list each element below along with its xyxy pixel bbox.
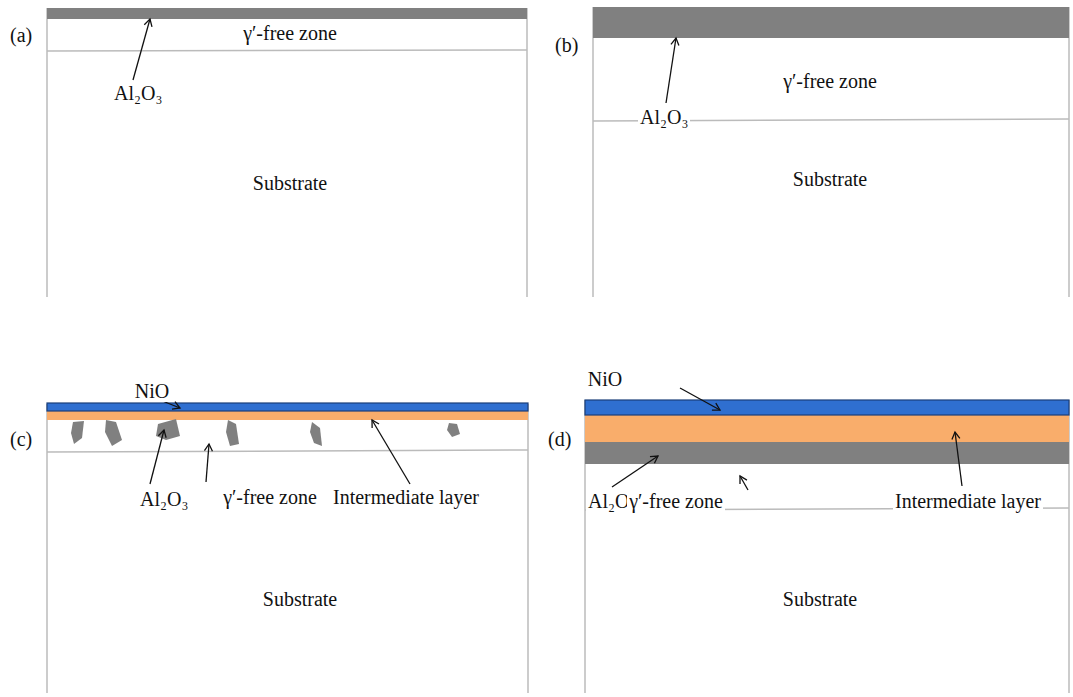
layer-label: Al₂O₃	[638, 106, 690, 128]
panel-letter: (c)	[8, 428, 34, 450]
layer-label: Al₂O₃	[112, 82, 164, 104]
zone-label: γ′-free zone	[781, 70, 879, 92]
layer-label: NiO	[586, 368, 624, 390]
panel-letter: (b)	[553, 34, 580, 56]
layer-label: Intermediate layer	[331, 486, 481, 508]
region-label: Substrate	[781, 588, 859, 610]
zone-label: γ′-free zone	[627, 490, 725, 512]
panel-letter: (d)	[546, 428, 573, 450]
region-label: Substrate	[791, 168, 869, 190]
layer-label: Al₂O₃	[138, 488, 190, 510]
layer-label: NiO	[133, 380, 171, 402]
layer-label: Intermediate layer	[893, 490, 1043, 512]
region-label: Substrate	[251, 172, 329, 194]
region-label: Substrate	[261, 588, 339, 610]
panel-letter: (a)	[8, 24, 34, 46]
zone-label: γ′-free zone	[241, 22, 339, 44]
zone-label: γ′-free zone	[221, 486, 319, 508]
